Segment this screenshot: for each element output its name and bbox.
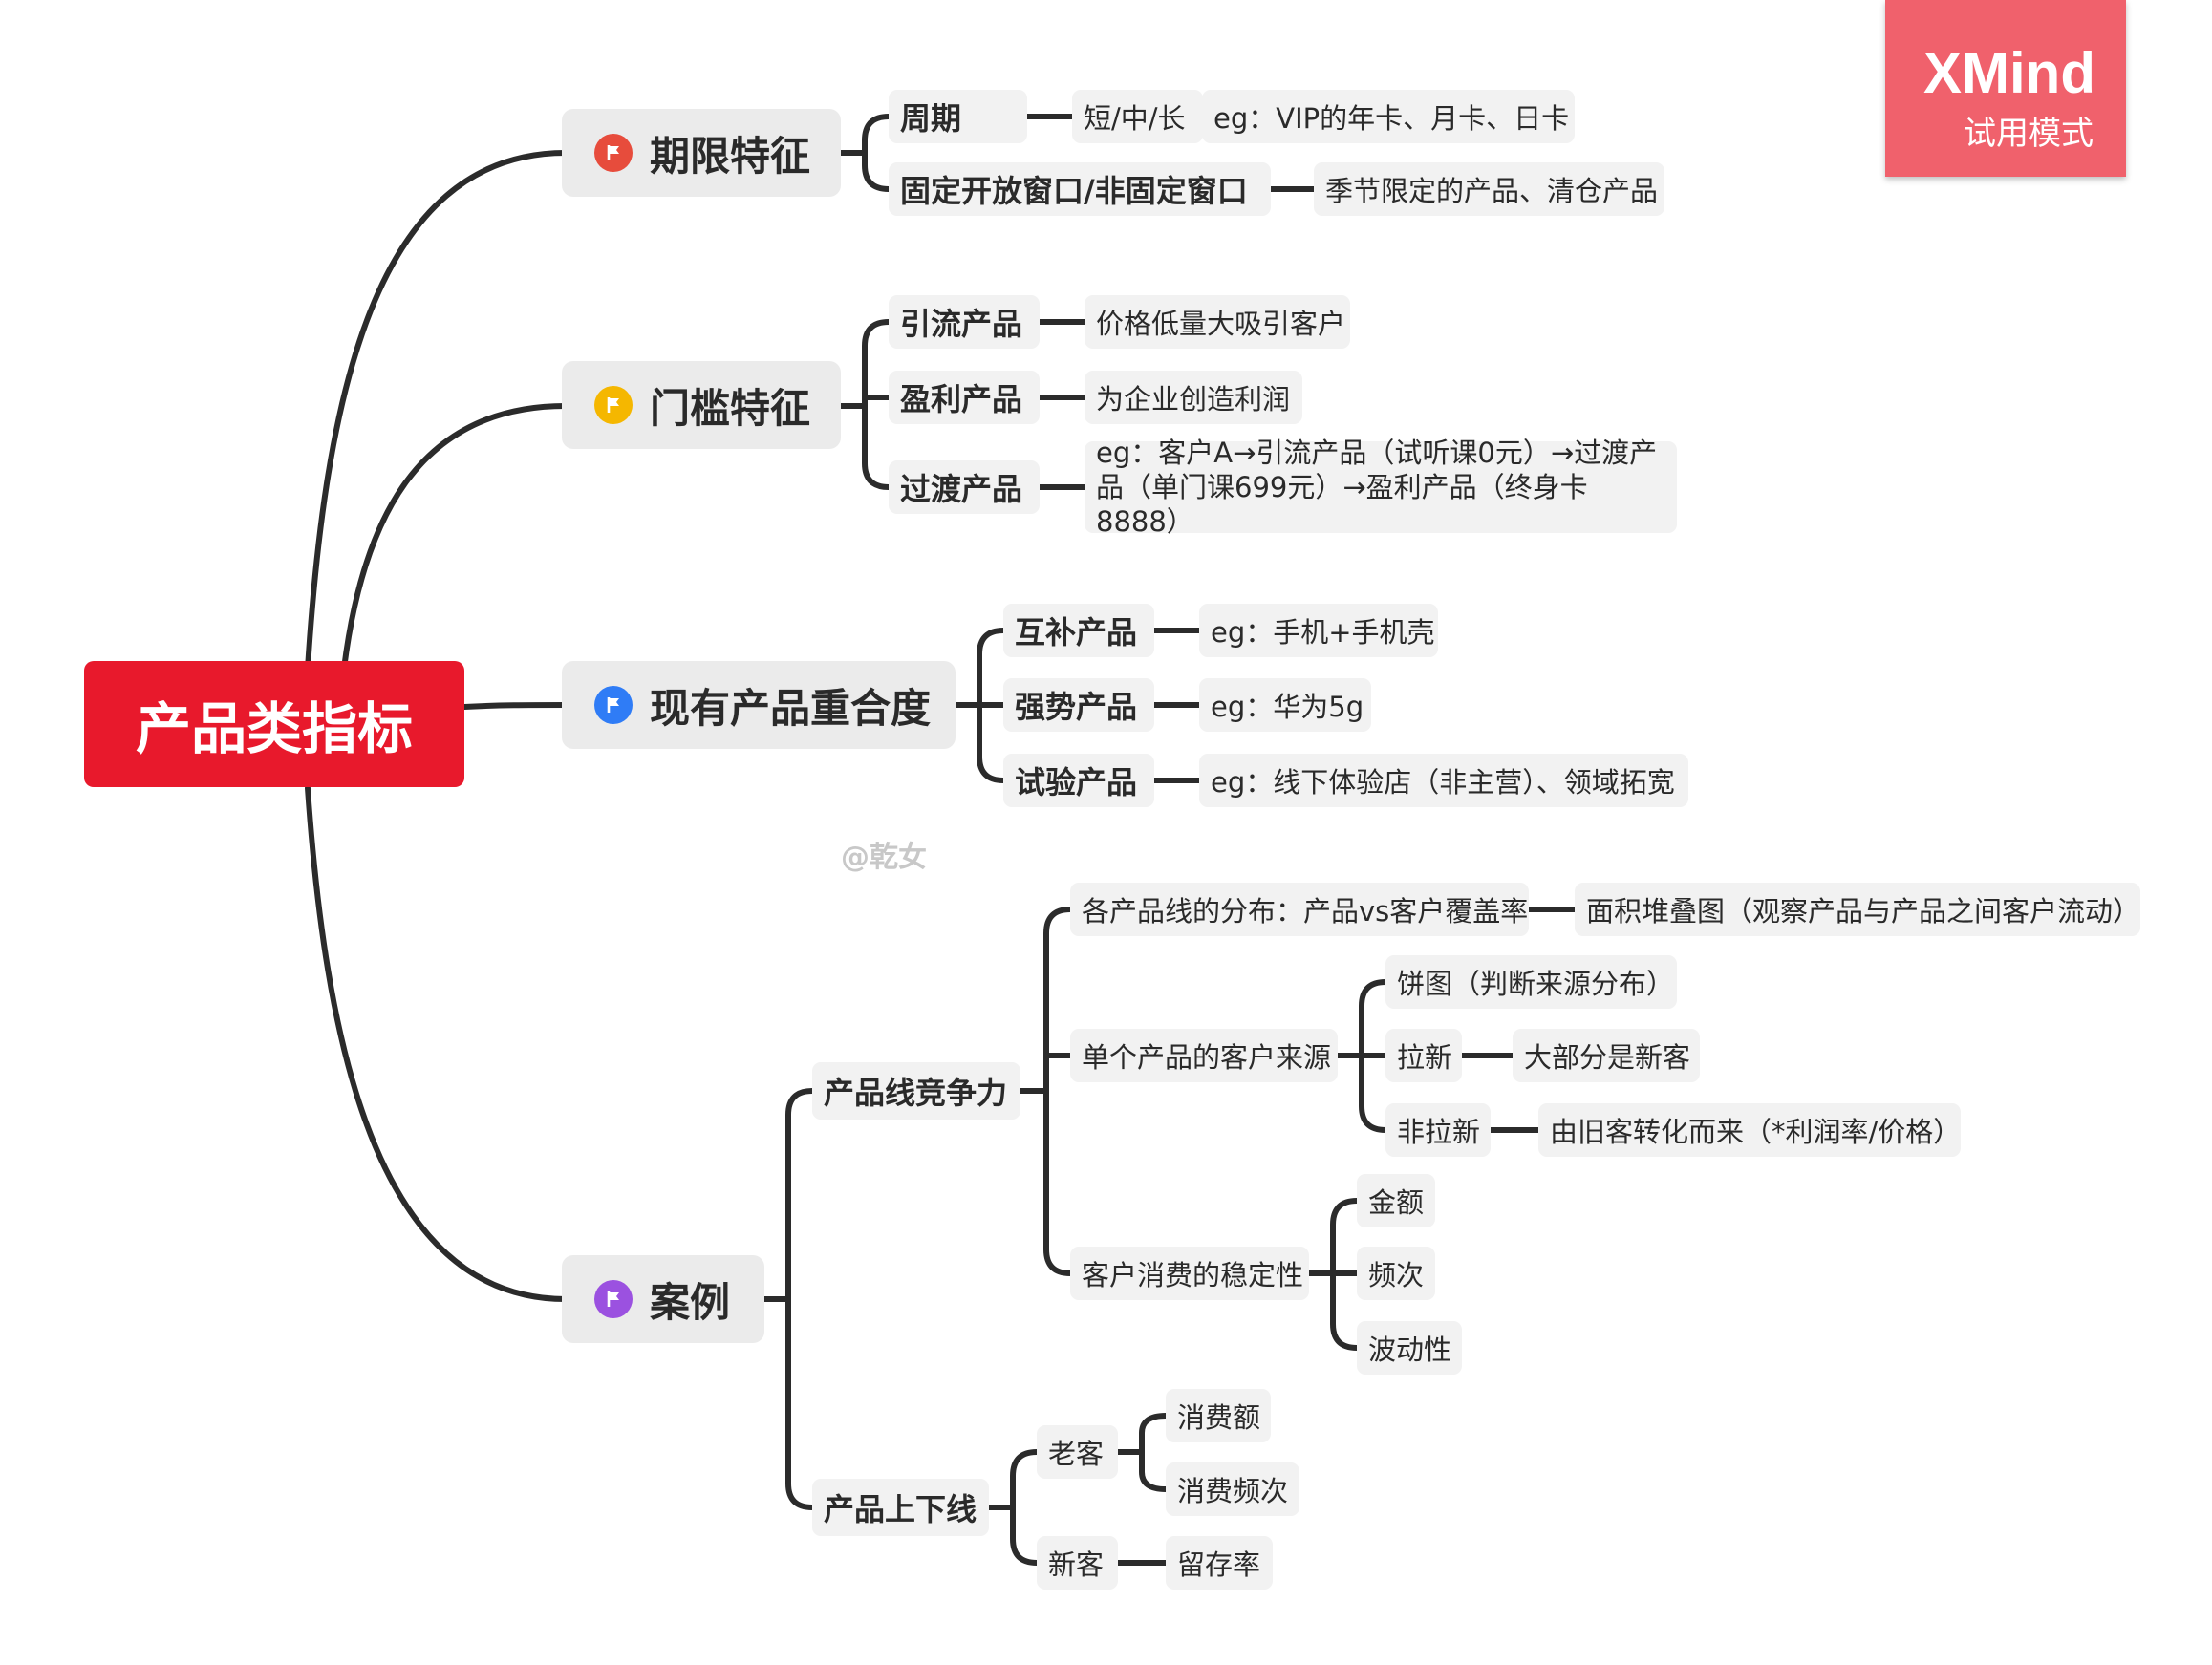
subtopic-chuangkou[interactable]: 固定开放窗口/非固定窗口 [889, 162, 1271, 216]
leaf-zhouqi-example[interactable]: eg：VIP的年卡、月卡、日卡 [1202, 90, 1575, 143]
subtopic-qiangshi[interactable]: 强势产品 [1003, 678, 1154, 732]
subtopic-yinliu[interactable]: 引流产品 [889, 295, 1040, 349]
leaf-laxin[interactable]: 拉新 [1385, 1029, 1462, 1082]
topic-anli[interactable]: 案例 [562, 1255, 764, 1343]
leaf-kehu-laiyuan[interactable]: 单个产品的客户来源 [1070, 1029, 1338, 1082]
subtopic-hubu[interactable]: 互补产品 [1003, 604, 1154, 657]
leaf-zhouqi-value[interactable]: 短/中/长 [1072, 90, 1203, 143]
leaf-hubu-example[interactable]: eg：手机+手机壳 [1199, 604, 1438, 657]
leaf-shiyan-example[interactable]: eg：线下体验店（非主营）、领域拓宽 [1199, 754, 1688, 807]
leaf-bodongxing[interactable]: 波动性 [1357, 1321, 1462, 1375]
yellow-flag-icon [594, 386, 633, 424]
leaf-guodu-example[interactable]: eg：客户A→引流产品（试听课0元）→过渡产品（单门课699元）→盈利产品（终身… [1085, 437, 1677, 538]
xmind-trial-badge: XMind 试用模式 [1885, 0, 2126, 177]
leaf-yinliu-value[interactable]: 价格低量大吸引客户 [1085, 295, 1350, 349]
topic-label: 期限特征 [650, 132, 811, 180]
root-topic[interactable]: 产品类指标 [84, 661, 464, 787]
leaf-xiaofei-pinci[interactable]: 消费频次 [1166, 1462, 1299, 1516]
leaf-xinke[interactable]: 新客 [1037, 1536, 1118, 1590]
purple-flag-icon [594, 1280, 633, 1318]
leaf-pinci[interactable]: 频次 [1357, 1247, 1435, 1300]
leaf-feilaxin[interactable]: 非拉新 [1385, 1103, 1491, 1157]
topic-label: 门槛特征 [650, 384, 811, 432]
leaf-bingtu[interactable]: 饼图（判断来源分布） [1385, 955, 1677, 1009]
leaf-laxin-value[interactable]: 大部分是新客 [1513, 1029, 1700, 1082]
leaf-feilaxin-value[interactable]: 由旧客转化而来（*利润率/价格） [1538, 1103, 1961, 1157]
leaf-fenbu-chart[interactable]: 面积堆叠图（观察产品与产品之间客户流动） [1575, 883, 2140, 936]
subtopic-guodu[interactable]: 过渡产品 [889, 460, 1040, 514]
leaf-yingli-value[interactable]: 为企业创造利润 [1085, 371, 1302, 424]
red-flag-icon [594, 134, 633, 172]
subtopic-chanpinxian-jingzhengli[interactable]: 产品线竞争力 [812, 1062, 1020, 1120]
leaf-liucunlv[interactable]: 留存率 [1166, 1536, 1273, 1590]
leaf-fenbu[interactable]: 各产品线的分布：产品vs客户覆盖率 [1070, 883, 1529, 936]
leaf-xiaofeie[interactable]: 消费额 [1166, 1389, 1271, 1442]
trial-mode-label: 试用模式 [1964, 115, 2094, 153]
leaf-chuangkou-value[interactable]: 季节限定的产品、清仓产品 [1314, 162, 1664, 216]
topic-qixian-tezheng[interactable]: 期限特征 [562, 109, 841, 197]
topic-menkan-tezheng[interactable]: 门槛特征 [562, 361, 841, 449]
topic-label: 案例 [650, 1278, 731, 1326]
leaf-xiaofei-wendingxing[interactable]: 客户消费的稳定性 [1070, 1247, 1309, 1300]
author-watermark: @乾女 [841, 841, 927, 874]
subtopic-shiyan[interactable]: 试验产品 [1003, 754, 1154, 807]
subtopic-shangxiaxian[interactable]: 产品上下线 [812, 1479, 989, 1536]
topic-chonghe-du[interactable]: 现有产品重合度 [562, 661, 956, 749]
leaf-jine[interactable]: 金额 [1357, 1174, 1435, 1227]
subtopic-yingli[interactable]: 盈利产品 [889, 371, 1040, 424]
subtopic-zhouqi[interactable]: 周期 [889, 90, 1027, 143]
blue-flag-icon [594, 686, 633, 724]
leaf-qiangshi-example[interactable]: eg：华为5g [1199, 678, 1371, 732]
xmind-brand: XMind [1923, 41, 2095, 105]
leaf-laoke[interactable]: 老客 [1037, 1425, 1118, 1479]
topic-label: 现有产品重合度 [650, 684, 932, 732]
